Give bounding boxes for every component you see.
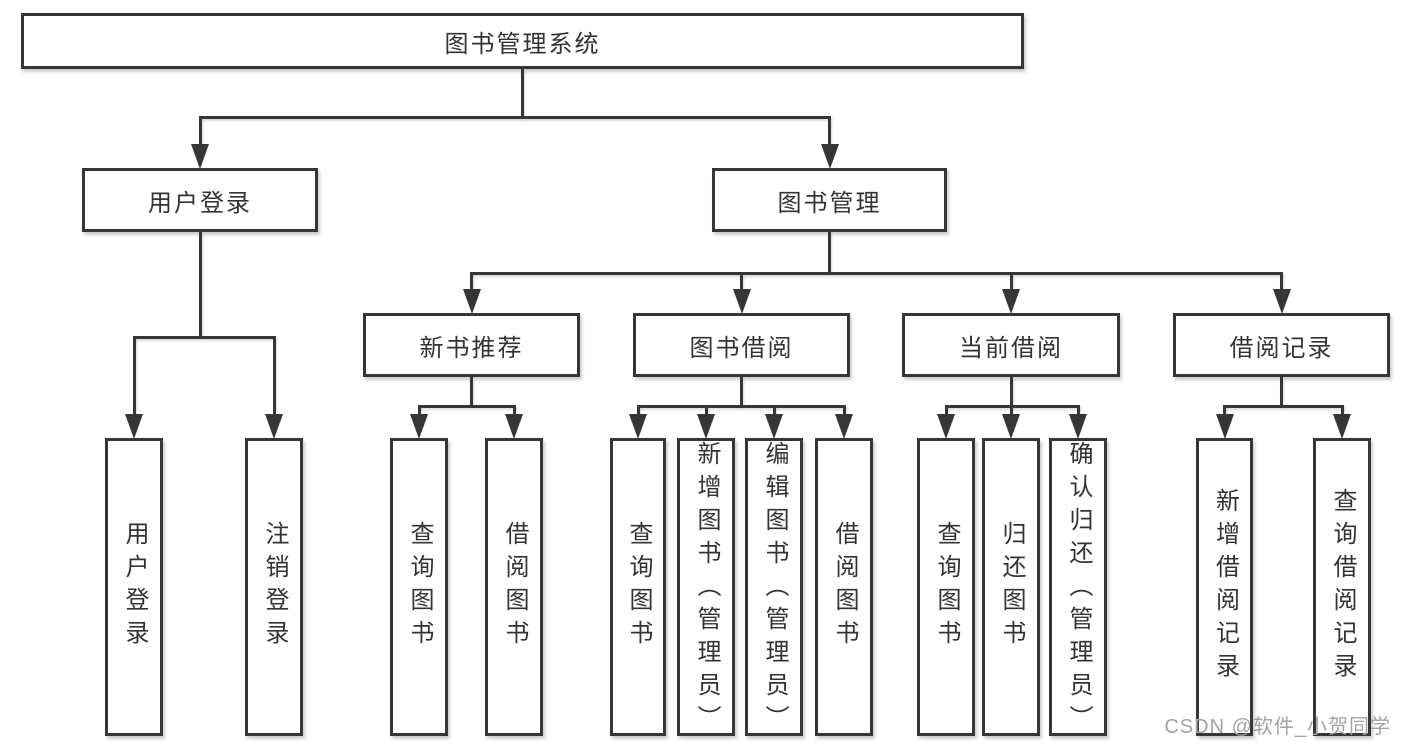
arrow-down-icon bbox=[697, 414, 715, 439]
connector-line bbox=[636, 406, 640, 416]
connector-line bbox=[521, 69, 524, 117]
arrow-down-icon bbox=[765, 414, 783, 439]
connector-line bbox=[132, 335, 276, 339]
node-label: 新书推荐 bbox=[419, 334, 524, 362]
connector-line bbox=[470, 377, 473, 406]
connector-line bbox=[470, 271, 1283, 275]
connector-line bbox=[1223, 406, 1226, 416]
arrow-down-icon bbox=[1272, 289, 1291, 314]
node-nb-query-book: 查询图书 bbox=[390, 438, 448, 736]
node-label: 查询借阅记录 bbox=[1329, 488, 1356, 686]
connector-line bbox=[772, 406, 776, 416]
node-label: 图书借阅 bbox=[689, 334, 794, 362]
connector-line bbox=[828, 232, 831, 273]
node-bb-query-book: 查询图书 bbox=[610, 438, 666, 736]
connector-line bbox=[1280, 377, 1283, 406]
connector-line bbox=[1280, 273, 1283, 291]
arrow-down-icon bbox=[410, 414, 428, 439]
node-new-book-recommend: 新书推荐 bbox=[363, 313, 580, 377]
node-label: 图书管理系统 bbox=[444, 30, 601, 58]
node-label: 用户登录 bbox=[148, 189, 252, 217]
connector-line bbox=[704, 406, 708, 416]
node-label: 查询图书 bbox=[933, 521, 960, 653]
connector-line bbox=[272, 337, 276, 416]
arrow-down-icon bbox=[265, 414, 283, 439]
node-label: 当前借阅 bbox=[959, 334, 1063, 362]
node-label: 注销登录 bbox=[261, 521, 288, 653]
connector-line bbox=[740, 377, 743, 406]
arrow-down-icon bbox=[505, 414, 523, 439]
connector-line bbox=[636, 404, 846, 408]
arrow-down-icon bbox=[1333, 414, 1351, 439]
node-br-add-record: 新增借阅记录 bbox=[1196, 438, 1253, 736]
arrow-down-icon bbox=[937, 414, 955, 439]
connector-line bbox=[417, 404, 516, 408]
node-label: 查询图书 bbox=[625, 521, 652, 653]
arrow-down-icon bbox=[820, 144, 839, 169]
node-borrow-record: 借阅记录 bbox=[1173, 313, 1390, 377]
node-book-management: 图书管理 bbox=[712, 168, 947, 232]
connector-line bbox=[944, 406, 948, 416]
node-label: 用户登录 bbox=[121, 521, 148, 653]
arrow-down-icon bbox=[835, 414, 853, 439]
node-bb-add-book: 新增图书（管理员） bbox=[677, 438, 735, 738]
node-nb-borrow-book: 借阅图书 bbox=[485, 438, 543, 736]
node-label: 新增借阅记录 bbox=[1211, 488, 1239, 686]
node-br-query-record: 查询借阅记录 bbox=[1313, 438, 1371, 736]
node-label: 查询图书 bbox=[406, 521, 433, 653]
arrow-down-icon bbox=[125, 414, 143, 439]
node-label: 归还图书 bbox=[998, 521, 1025, 653]
node-user-login-action: 用户登录 bbox=[105, 438, 163, 736]
node-label: 图书管理 bbox=[777, 189, 882, 217]
connector-line bbox=[828, 117, 831, 146]
arrow-down-icon bbox=[191, 144, 209, 169]
node-bb-borrow-book: 借阅图书 bbox=[815, 438, 873, 736]
node-logout: 注销登录 bbox=[245, 438, 303, 736]
node-root: 图书管理系统 bbox=[21, 13, 1024, 69]
connector-line bbox=[417, 406, 421, 416]
connector-line bbox=[1009, 377, 1013, 406]
node-bb-edit-book: 编辑图书（管理员） bbox=[745, 438, 803, 738]
connector-line bbox=[1223, 404, 1344, 408]
node-label: 确认归还（管理员） bbox=[1065, 441, 1092, 738]
arrow-down-icon bbox=[1002, 289, 1020, 314]
connector-line bbox=[470, 273, 473, 291]
connector-line bbox=[132, 337, 136, 416]
arrow-down-icon bbox=[732, 289, 751, 314]
node-label: 借阅记录 bbox=[1229, 334, 1334, 362]
connector-line bbox=[1009, 406, 1013, 416]
node-label: 编辑图书（管理员） bbox=[761, 441, 788, 738]
connector-line bbox=[512, 406, 516, 416]
connector-line bbox=[1009, 273, 1013, 291]
connector-line bbox=[198, 232, 202, 337]
watermark: CSDN @软件_小贺同学 bbox=[1164, 716, 1391, 738]
node-user-login: 用户登录 bbox=[82, 168, 318, 232]
node-label: 借阅图书 bbox=[831, 521, 858, 653]
node-cb-return-book: 归还图书 bbox=[982, 438, 1040, 736]
arrow-down-icon bbox=[462, 289, 481, 314]
connector-line bbox=[198, 117, 202, 146]
connector-line bbox=[1340, 406, 1344, 416]
arrow-down-icon bbox=[1002, 414, 1020, 439]
connector-line bbox=[740, 273, 743, 291]
node-cb-confirm-return: 确认归还（管理员） bbox=[1049, 438, 1107, 738]
arrow-down-icon bbox=[1069, 414, 1087, 439]
node-book-borrow: 图书借阅 bbox=[633, 313, 850, 377]
node-cb-query-book: 查询图书 bbox=[917, 438, 975, 736]
connector-line bbox=[842, 406, 846, 416]
node-label: 借阅图书 bbox=[501, 521, 528, 653]
node-current-borrow: 当前借阅 bbox=[902, 313, 1120, 377]
connector-line bbox=[1076, 406, 1080, 416]
node-label: 新增图书（管理员） bbox=[693, 441, 720, 738]
arrow-down-icon bbox=[1215, 414, 1234, 439]
arrow-down-icon bbox=[629, 414, 647, 439]
connector-line bbox=[198, 115, 831, 119]
